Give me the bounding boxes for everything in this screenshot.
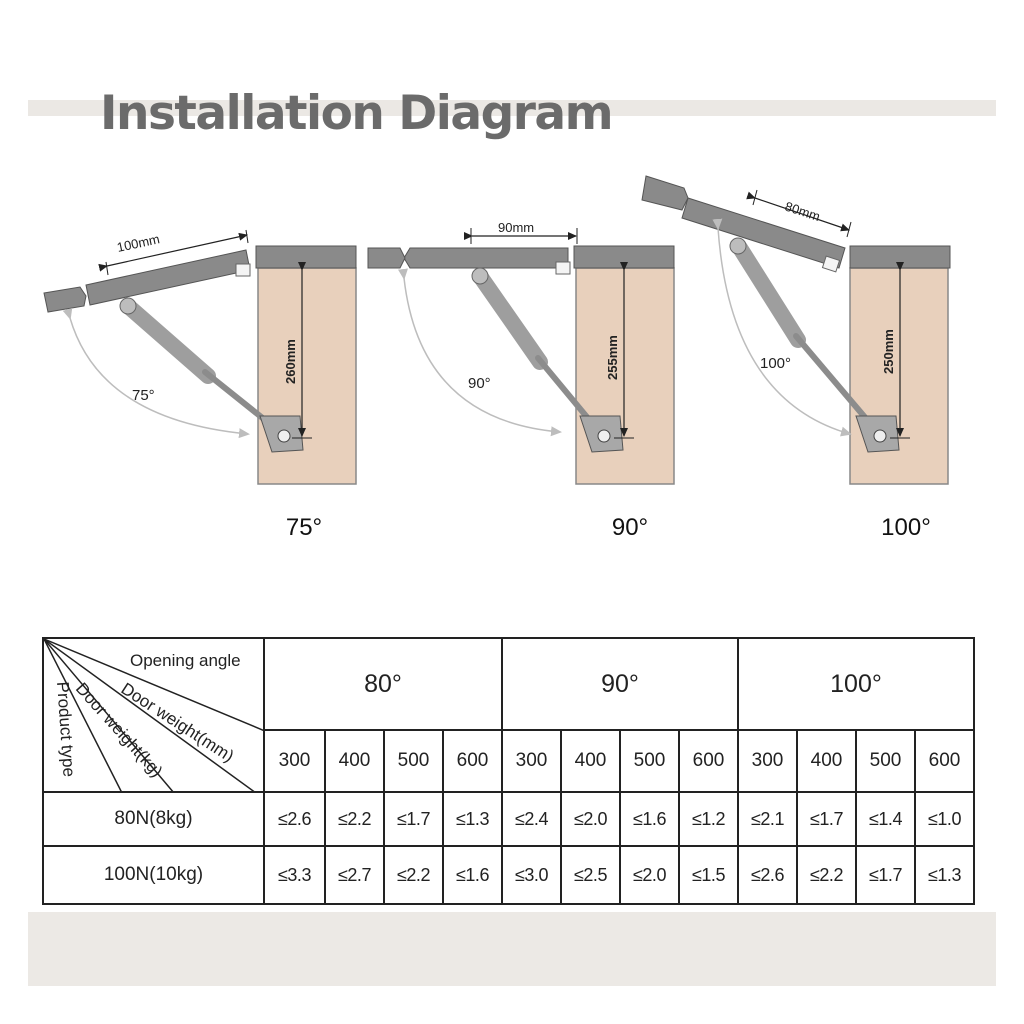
table-corner-header: Opening angle Door weight(mm) Door weigh… [42,637,265,793]
caption-75: 75° [285,514,323,541]
table-cell: ≤2.2 [324,791,385,847]
width-dimension-line [98,232,248,272]
size-header: 300 [501,729,562,793]
row-label: 80N(8kg) [42,791,265,847]
corner-diagonals [44,639,265,793]
size-header: 400 [324,729,385,793]
label-opening-angle: Opening angle [130,651,241,670]
diagram-90: 90mm 255mm 90° [367,220,675,485]
dim-tick [105,261,109,276]
diagram-75: 100mm 260mm 75° [43,229,357,485]
table-cell: ≤2.1 [737,791,798,847]
table-cell: ≤3.0 [501,845,562,905]
cabinet-side [849,267,949,485]
size-header: 500 [619,729,680,793]
table-cell: ≤1.3 [914,845,975,905]
width-label: 80mm [783,199,822,224]
cabinet-top-panel [573,245,675,269]
caption-100: 100° [881,514,931,541]
door-panel [403,247,569,269]
table-cell: ≤2.5 [560,845,621,905]
top-background-band [28,100,996,116]
size-header: 300 [263,729,326,793]
table-cell: ≤1.7 [383,791,444,847]
bracket-pivot [873,429,887,443]
size-header: 300 [737,729,798,793]
angle-group-header: 100° [737,637,975,731]
cabinet-side [575,267,675,485]
door-panel-tip [641,175,689,211]
strut-pivot [471,267,489,285]
width-label: 100mm [116,231,162,255]
opening-angle-label: 75° [132,387,155,404]
table-cell: ≤2.2 [383,845,444,905]
table-cell: ≤2.7 [324,845,385,905]
opening-angle-label: 90° [468,375,491,392]
table-cell: ≤1.4 [855,791,916,847]
table-cell: ≤3.3 [263,845,326,905]
table-cell: ≤1.0 [914,791,975,847]
installation-diagrams: 100mm 260mm 75° 90mm 255mm 90° [43,175,951,485]
size-header: 600 [442,729,503,793]
strut-pivot [119,297,137,315]
angle-group-header: 80° [263,637,503,731]
table-cell: ≤1.5 [678,845,739,905]
bracket-pivot [597,429,611,443]
bottom-background-band [28,912,996,986]
table-cell: ≤2.4 [501,791,562,847]
table-cell: ≤2.0 [619,845,680,905]
table-cell: ≤1.7 [855,845,916,905]
hinge-block [555,261,571,275]
strut-pivot [729,237,747,255]
cabinet-top-panel [255,245,357,269]
cabinet-top-panel [849,245,951,269]
table-cell: ≤1.6 [442,845,503,905]
height-label: 260mm [283,339,298,384]
caption-90: 90° [611,514,649,541]
hinge-block [235,263,251,277]
table-cell: ≤1.6 [619,791,680,847]
size-header: 400 [560,729,621,793]
page-title: Installation Diagram [100,86,614,141]
angle-group-header: 90° [501,637,739,731]
dim-tick [752,189,758,206]
gas-strut-cylinder [120,298,216,384]
opening-arc [62,307,250,439]
size-header: 500 [855,729,916,793]
table-cell: ≤2.6 [737,845,798,905]
bracket-pivot [277,429,291,443]
door-panel-tip [43,286,87,313]
opening-arc [398,268,562,437]
spec-table: Opening angle Door weight(mm) Door weigh… [42,637,975,905]
opening-angle-label: 100° [760,355,791,372]
diagram-100: 80mm 250mm 100° [641,175,951,485]
door-panel [85,249,251,306]
size-header: 400 [796,729,857,793]
table-cell: ≤1.7 [796,791,857,847]
row-label: 100N(10kg) [42,845,265,905]
table-cell: ≤2.0 [560,791,621,847]
table-row: 80N(8kg) ≤2.6 ≤2.2 ≤1.7 ≤1.3 ≤2.4 ≤2.0 ≤… [42,791,975,847]
height-label: 255mm [605,335,620,380]
height-label: 250mm [881,329,896,374]
gas-strut-cylinder [732,240,806,348]
gas-strut-cylinder [472,268,548,370]
width-label: 90mm [498,220,534,235]
table-cell: ≤2.2 [796,845,857,905]
table-cell: ≤2.6 [263,791,326,847]
size-header: 500 [383,729,444,793]
size-header: 600 [914,729,975,793]
door-panel-tip [367,247,406,269]
table-cell: ≤1.3 [442,791,503,847]
table-row: 100N(10kg) ≤3.3 ≤2.7 ≤2.2 ≤1.6 ≤3.0 ≤2.5… [42,845,975,905]
size-header: 600 [678,729,739,793]
table-cell: ≤1.2 [678,791,739,847]
dim-tick [245,229,249,244]
opening-arc [712,218,852,437]
